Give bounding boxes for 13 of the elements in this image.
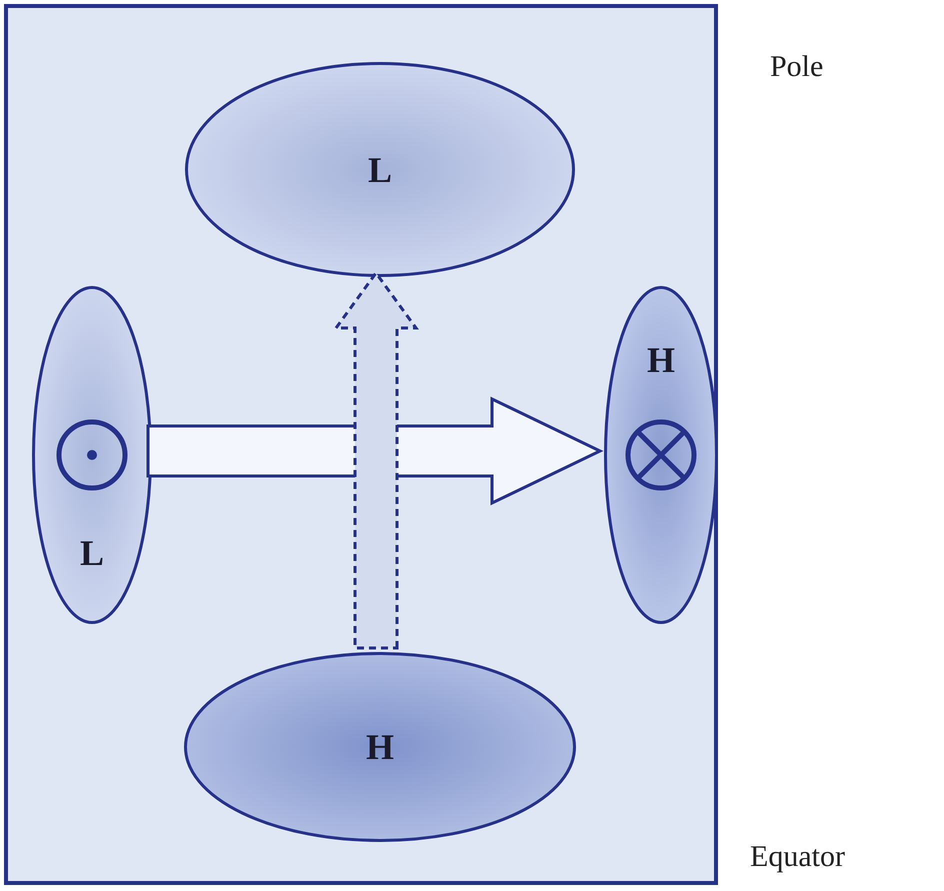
pressure-letter: H bbox=[366, 729, 394, 765]
block-arrow bbox=[146, 396, 604, 506]
pressure-letter: L bbox=[368, 152, 392, 188]
region-label: Pole bbox=[770, 50, 824, 84]
pressure-ellipse bbox=[32, 286, 152, 624]
pressure-ellipse bbox=[184, 652, 576, 842]
block-arrow bbox=[333, 270, 419, 650]
pressure-letter: H bbox=[647, 342, 675, 378]
frame-panel bbox=[4, 4, 718, 885]
pressure-ellipse bbox=[604, 286, 718, 624]
region-label: Equator bbox=[750, 840, 845, 874]
pressure-letter: L bbox=[80, 535, 104, 572]
pressure-ellipse bbox=[185, 62, 575, 277]
